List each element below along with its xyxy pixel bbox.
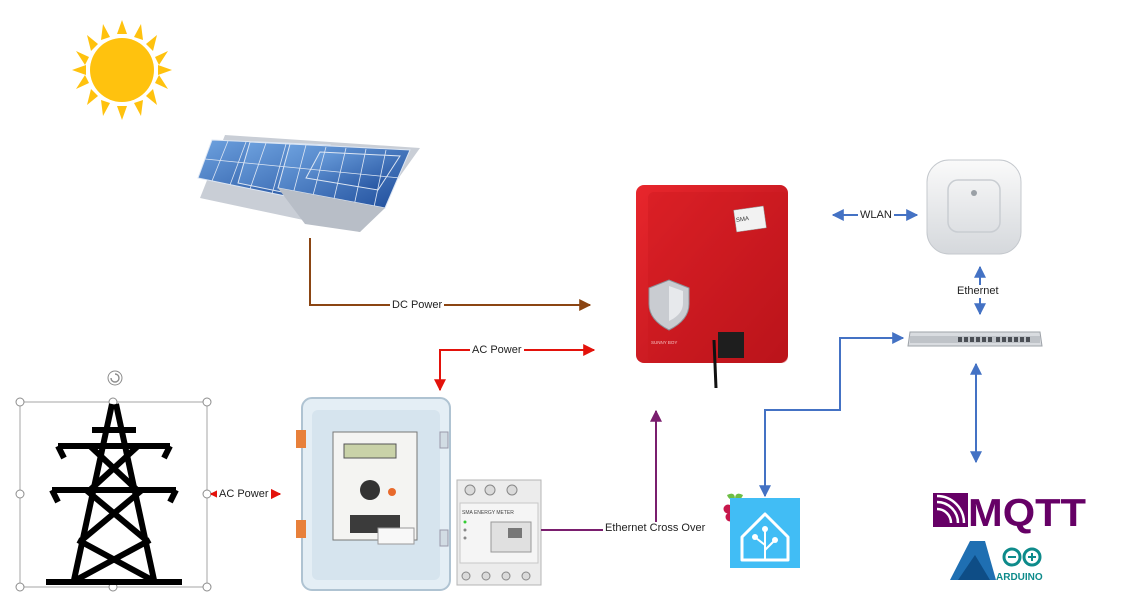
network-switch-icon [907, 331, 1043, 347]
arduino-logo-text: ARDUINO [996, 572, 1043, 583]
ac-power-line-top [434, 344, 596, 392]
mqtt-logo [933, 493, 968, 527]
sun-icon [72, 20, 172, 120]
ac-power-label-left: AC Power [217, 488, 271, 501]
energy-meter-label-text: SMA ENERGY METER [462, 510, 514, 516]
inverter-brand-text: SMA [736, 216, 750, 224]
ethernet-label: Ethernet [955, 285, 1001, 298]
inverter-device [636, 185, 788, 389]
solar-panel-array-icon [197, 135, 420, 232]
inverter-model-text: SUNNY BOY [651, 340, 677, 345]
wifi-access-point-icon [926, 159, 1022, 255]
electricity-meter-device [296, 397, 451, 591]
ac-power-label-top: AC Power [470, 344, 524, 357]
transmission-tower-icon [46, 403, 182, 585]
switch-home-assistant-line [759, 332, 905, 498]
rotate-handle-icon[interactable] [107, 370, 123, 386]
arduino-logo [950, 541, 1042, 580]
dc-power-line [309, 238, 592, 311]
mqtt-logo-text: MQTT [968, 492, 1086, 535]
wlan-label: WLAN [858, 209, 894, 222]
dc-power-label: DC Power [390, 299, 445, 312]
ethernet-cross-over-line [541, 409, 662, 531]
energy-meter-device [456, 479, 542, 586]
ethernet-cross-over-label: Ethernet Cross Over [603, 522, 708, 535]
selection-frame[interactable] [15, 370, 212, 592]
home-assistant-icon [730, 498, 800, 568]
